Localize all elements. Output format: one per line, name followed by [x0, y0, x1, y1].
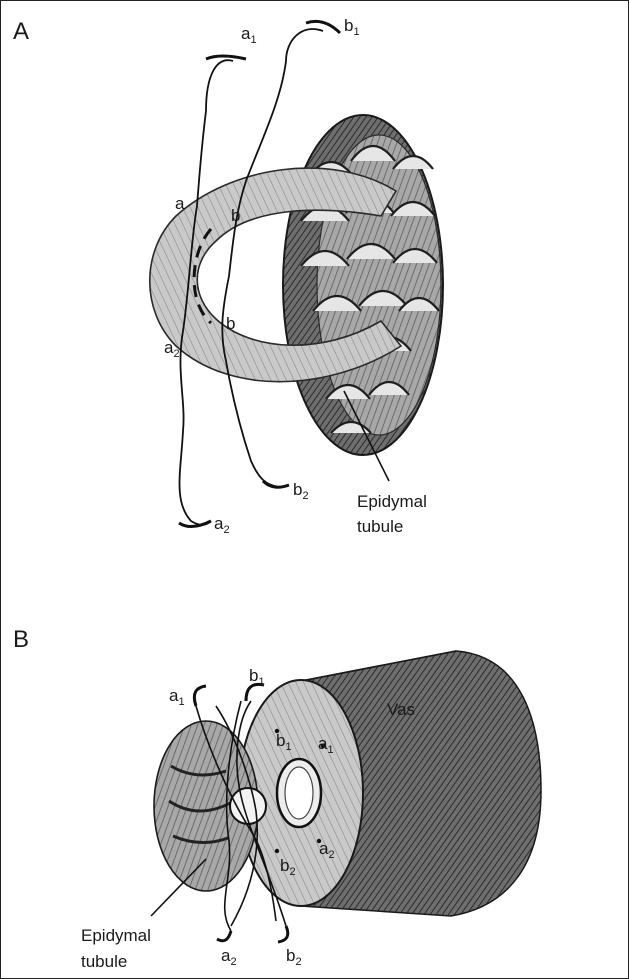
- label-b-lower: b: [226, 314, 235, 333]
- label-a1: a1: [241, 24, 257, 46]
- panel-b-caption-line1: Epidymal: [81, 926, 151, 945]
- panel-b-letter: B: [13, 626, 29, 653]
- needle-b-b2-icon: [278, 926, 288, 942]
- label-b-b1: b1: [249, 666, 265, 688]
- panel-a-letter: A: [13, 18, 29, 45]
- panel-b: B: [13, 626, 541, 971]
- panel-a-caption-line2: tubule: [357, 517, 403, 536]
- suture-a: [180, 60, 234, 525]
- needle-b-a2-icon: [217, 931, 231, 941]
- panel-b-caption-line2: tubule: [81, 952, 127, 971]
- label-b-b2: b2: [286, 946, 302, 968]
- vas-deferens: [239, 651, 541, 916]
- label-b-a2: a2: [221, 946, 237, 968]
- label-b1: b1: [344, 16, 360, 38]
- label-a2-lower: a2: [214, 514, 230, 536]
- panel-a-caption-line1: Epidymal: [357, 492, 427, 511]
- needle-a1-icon: [206, 56, 246, 59]
- label-b-a1: a1: [169, 686, 185, 708]
- label-b-upper: b: [231, 206, 240, 225]
- label-b2: b2: [293, 480, 309, 502]
- panel-a: A: [13, 16, 443, 536]
- label-vas: Vas: [387, 700, 415, 719]
- label-a: a: [175, 194, 185, 213]
- needle-b1-icon: [306, 21, 340, 33]
- needle-b-a1-icon: [194, 686, 206, 706]
- epididymal-coil-mass: [283, 115, 443, 455]
